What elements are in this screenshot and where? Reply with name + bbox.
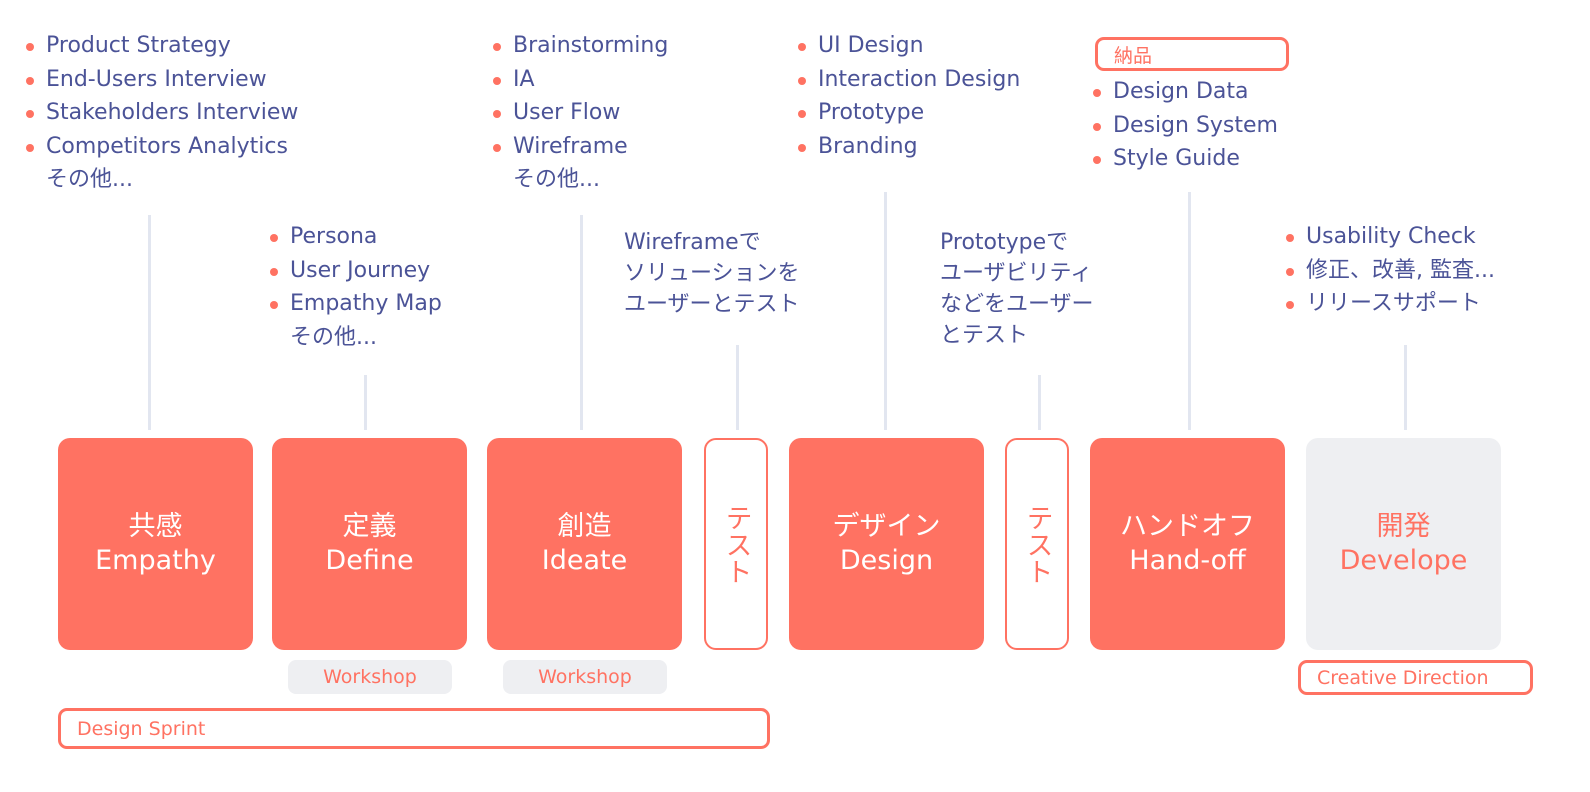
- text-line: ソリューションを: [624, 261, 800, 286]
- connector-line: [1404, 345, 1407, 430]
- connector-line: [148, 215, 151, 430]
- text-line: Prototypeで: [940, 230, 1069, 255]
- list-item: Usability Check: [1286, 220, 1495, 254]
- list-item: Style Guide: [1093, 142, 1278, 176]
- list-item: Prototype: [798, 96, 1020, 130]
- connector-line: [364, 375, 367, 430]
- list-item: Persona: [270, 220, 442, 254]
- text-line: ユーザビリティ: [940, 261, 1093, 286]
- stage-test-1: テスト: [704, 438, 768, 650]
- stage-jp: 創造: [557, 511, 612, 542]
- connector-line: [736, 345, 739, 430]
- list-more: その他...: [290, 324, 377, 350]
- ideate-activities: Brainstorming IA User Flow Wireframe その他…: [493, 29, 668, 197]
- stage-jp: 開発: [1376, 511, 1431, 542]
- list-item: Product Strategy: [26, 29, 298, 63]
- list-item: 修正、改善, 監査...: [1286, 254, 1495, 288]
- list-item: Stakeholders Interview: [26, 96, 298, 130]
- connector-line: [580, 215, 583, 430]
- list-more: その他...: [46, 167, 133, 192]
- text-line: とテスト: [940, 323, 1029, 348]
- list-item: Interaction Design: [798, 63, 1020, 97]
- stage-jp: 共感: [128, 511, 183, 542]
- list-item: Branding: [798, 130, 1020, 164]
- list-item: User Flow: [493, 96, 668, 130]
- define-activities: Persona User Journey Empathy Map その他...: [270, 220, 442, 354]
- list-item: リリースサポート: [1286, 287, 1495, 321]
- deliverables-label: 納品: [1095, 37, 1289, 71]
- stage-en: Design: [839, 545, 934, 576]
- list-item: Wireframe: [493, 130, 668, 164]
- stage-jp: デザイン: [832, 511, 941, 542]
- list-item: Competitors Analytics: [26, 130, 298, 164]
- test2-description: Prototypeで ユーザビリティ などをユーザー とテスト: [940, 227, 1094, 351]
- stage-en: Empathy: [95, 545, 216, 576]
- list-item: Empathy Map: [270, 287, 442, 321]
- list-item: UI Design: [798, 29, 1020, 63]
- list-item: End-Users Interview: [26, 63, 298, 97]
- stage-en: Hand-off: [1129, 545, 1246, 576]
- creative-direction-tag: Creative Direction: [1298, 660, 1533, 695]
- stage-en: Ideate: [541, 545, 628, 576]
- connector-line: [1038, 375, 1041, 430]
- handoff-activities: Design Data Design System Style Guide: [1093, 75, 1278, 176]
- design-sprint-tag: Design Sprint: [58, 708, 770, 749]
- empathy-activities: Product Strategy End-Users Interview Sta…: [26, 29, 298, 197]
- list-item: Design Data: [1093, 75, 1278, 109]
- stage-test-2: テスト: [1005, 438, 1069, 650]
- list-item: User Journey: [270, 254, 442, 288]
- text-line: ユーザーとテスト: [624, 292, 800, 317]
- connector-line: [1188, 192, 1191, 430]
- text-line: Wireframeで: [624, 230, 761, 255]
- stage-jp: 定義: [342, 511, 397, 542]
- design-activities: UI Design Interaction Design Prototype B…: [798, 29, 1020, 163]
- list-more: その他...: [513, 167, 600, 192]
- list-item: Design System: [1093, 109, 1278, 143]
- list-item: Brainstorming: [493, 29, 668, 63]
- stage-en: Define: [325, 545, 414, 576]
- develop-activities: Usability Check 修正、改善, 監査... リリースサポート: [1286, 220, 1495, 321]
- stage-en: Develope: [1339, 545, 1468, 576]
- stage-jp: ハンドオフ: [1120, 511, 1255, 542]
- workshop-tag: Workshop: [288, 660, 452, 694]
- test1-description: Wireframeで ソリューションを ユーザーとテスト: [624, 227, 800, 320]
- list-item: IA: [493, 63, 668, 97]
- connector-line: [884, 192, 887, 430]
- workshop-tag: Workshop: [503, 660, 667, 694]
- text-line: などをユーザー: [940, 292, 1094, 317]
